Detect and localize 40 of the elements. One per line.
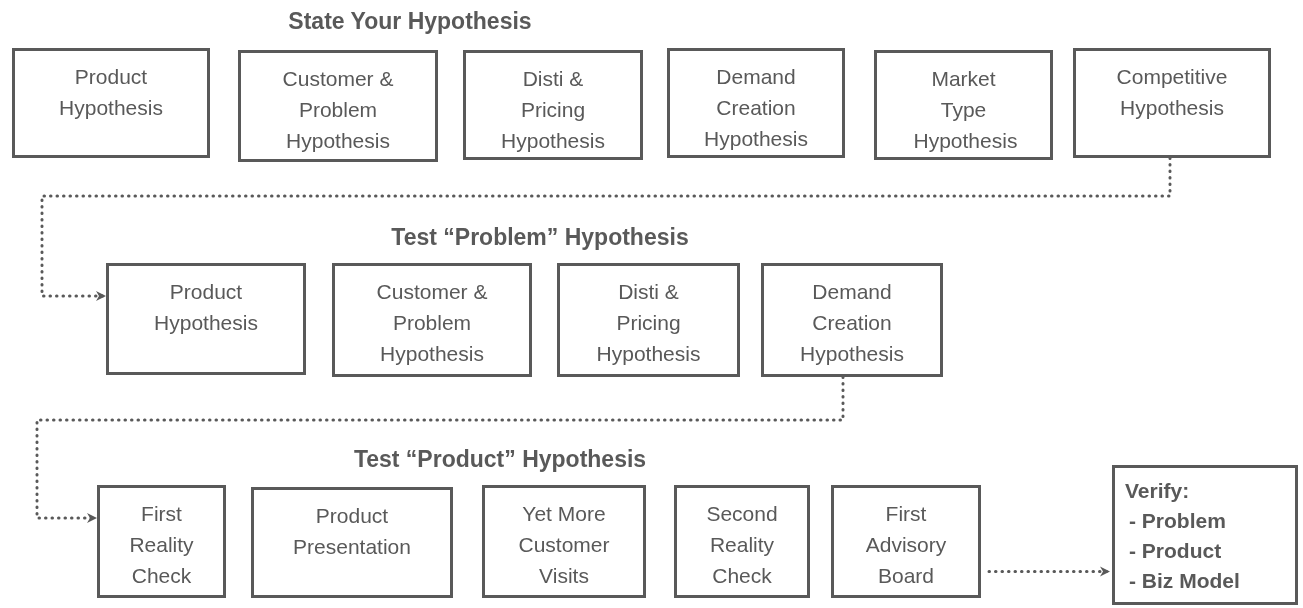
process-box	[97, 485, 226, 598]
section-heading: Test “Product” Hypothesis	[353, 446, 647, 473]
process-box	[238, 50, 438, 162]
process-box	[251, 487, 453, 598]
box-label: Second Reality Check	[705, 501, 779, 589]
process-box	[12, 48, 210, 158]
process-box	[874, 50, 1053, 160]
section-heading: State Your Hypothesis	[288, 8, 532, 35]
process-box	[557, 263, 740, 377]
process-box	[332, 263, 532, 377]
list-item: - Product	[1128, 538, 1222, 564]
box-label: Disti & Pricing Hypothesis	[595, 279, 702, 367]
box-heading: Verify:	[1125, 478, 1190, 504]
arrow	[987, 566, 1112, 577]
process-box	[674, 485, 810, 598]
box-label: Product Hypothesis	[153, 279, 259, 336]
process-box	[106, 263, 306, 375]
box-label: Yet More Customer Visits	[517, 501, 611, 589]
process-box	[482, 485, 646, 598]
section-heading: Test “Problem” Hypothesis	[391, 224, 689, 251]
box-label: Customer & Problem Hypothesis	[375, 279, 489, 367]
box-label: First Reality Check	[128, 501, 195, 589]
process-box	[1073, 48, 1271, 158]
process-box	[1112, 465, 1298, 605]
arrow	[40, 156, 1172, 301]
box-label: Disti & Pricing Hypothesis	[500, 66, 606, 154]
box-label: Customer & Problem Hypothesis	[281, 66, 395, 154]
box-label: Product Hypothesis	[58, 64, 164, 121]
list-item: - Biz Model	[1128, 568, 1240, 594]
box-label: Competitive Hypothesis	[1115, 64, 1229, 121]
process-box	[463, 50, 643, 160]
arrow	[35, 375, 845, 523]
box-label: Product Presentation	[292, 503, 412, 560]
process-box	[667, 48, 845, 158]
process-box	[761, 263, 943, 377]
process-box	[831, 485, 981, 598]
box-label: Demand Creation Hypothesis	[703, 64, 809, 152]
box-label: First Advisory Board	[864, 501, 948, 589]
list-item: - Problem	[1128, 508, 1226, 534]
box-label: Demand Creation Hypothesis	[799, 279, 905, 367]
